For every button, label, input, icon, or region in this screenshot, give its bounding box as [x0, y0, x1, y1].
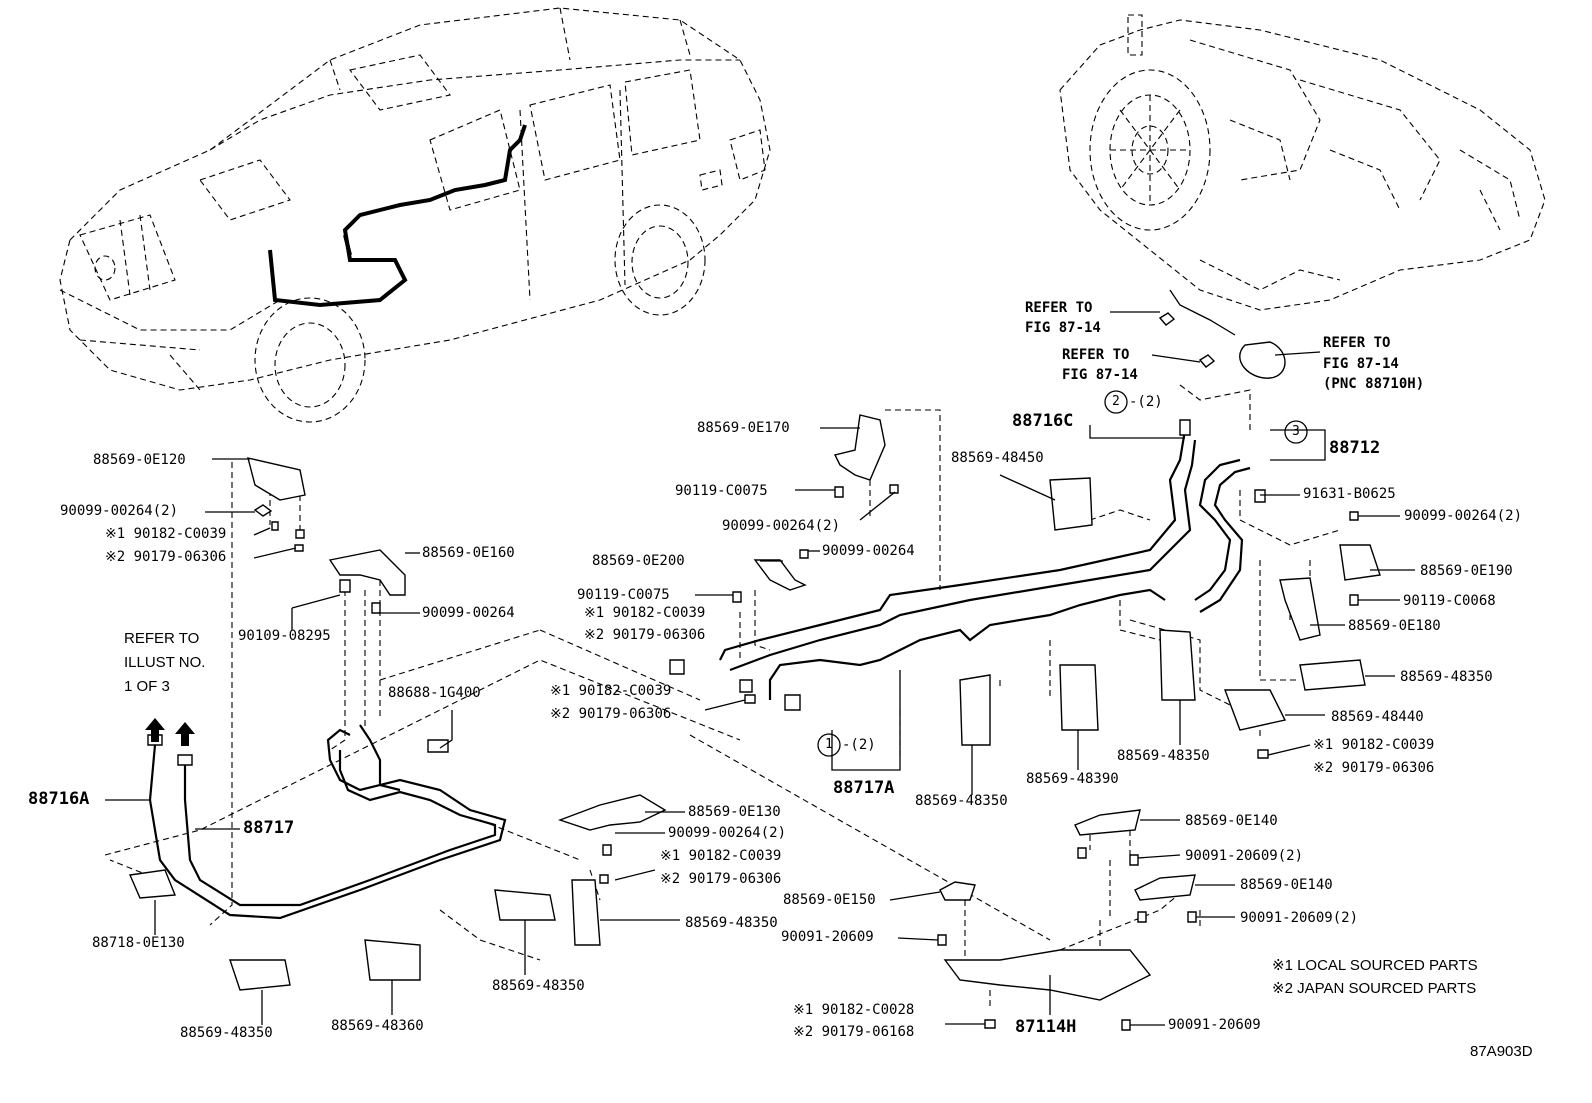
- label-88569-0E140-b: 88569-0E140: [1240, 877, 1333, 893]
- label-88569-48390: 88569-48390: [1026, 771, 1119, 787]
- label-88569-0E160: 88569-0E160: [422, 545, 515, 561]
- pipe-lines: [147, 419, 1251, 920]
- label-90099-00264-2-c: 90099-00264(2): [722, 518, 841, 534]
- label-88569-0E190: 88569-0E190: [1420, 563, 1513, 579]
- label-fig-87-14-b: FIG 87-14: [1062, 367, 1138, 383]
- guide-lines: [104, 384, 1341, 1010]
- label-87114H: 87114H: [1015, 1017, 1077, 1037]
- label-88569-48440: 88569-48440: [1331, 709, 1424, 725]
- label-illust-no: ILLUST NO.: [124, 654, 206, 671]
- label-88718-0E130: 88718-0E130: [92, 935, 185, 951]
- legend-local-sourced: ※1 LOCAL SOURCED PARTS: [1272, 957, 1478, 974]
- label-fig-87-14-c: FIG 87-14: [1323, 356, 1399, 372]
- label-88569-0E180: 88569-0E180: [1348, 618, 1441, 634]
- label-88716A: 88716A: [28, 789, 90, 809]
- label-88569-48360: 88569-48360: [331, 1018, 424, 1034]
- label-note1-90182-C0039-d: ※1 90182-C0039: [584, 605, 706, 621]
- label-88569-48350-c: 88569-48350: [685, 915, 778, 931]
- label-88569-0E200: 88569-0E200: [592, 553, 685, 569]
- label-note2-90179-06306-c: ※2 90179-06306: [550, 706, 672, 722]
- label-90109-08295: 90109-08295: [238, 628, 331, 644]
- callout-circles: [817, 390, 1308, 757]
- callout-1-quantity: -(2): [842, 737, 876, 753]
- label-88569-48350-d: 88569-48350: [915, 793, 1008, 809]
- label-90091-20609-2-b: 90091-20609(2): [1240, 910, 1359, 926]
- label-note2-90179-06306-d: ※2 90179-06306: [584, 627, 706, 643]
- label-88569-48350-e: 88569-48350: [1117, 748, 1210, 764]
- clamp-parts: [128, 414, 1381, 1031]
- label-refer-to-c: REFER TO: [1323, 335, 1391, 351]
- label-90099-00264-2-d: 90099-00264(2): [1404, 508, 1523, 524]
- leader-lines: [105, 311, 1415, 1026]
- label-91631-B0625: 91631-B0625: [1303, 486, 1396, 502]
- label-90099-00264-b: 90099-00264: [822, 543, 915, 559]
- label-note1-90182-C0039: ※1 90182-C0039: [105, 526, 227, 542]
- label-pnc-88710H: (PNC 88710H): [1323, 376, 1425, 392]
- label-note1-90182-C0039-b: ※1 90182-C0039: [660, 848, 782, 864]
- label-90091-20609-a: 90091-20609: [781, 929, 874, 945]
- label-note2-90179-06168: ※2 90179-06168: [793, 1024, 915, 1040]
- label-90099-00264-2: 90099-00264(2): [60, 503, 179, 519]
- callout-number-1: 1: [825, 737, 833, 752]
- legend-japan-sourced: ※2 JAPAN SOURCED PARTS: [1272, 980, 1477, 997]
- callout-number-2: 2: [1112, 394, 1120, 409]
- label-note1-90182-C0039-c: ※1 90182-C0039: [550, 683, 672, 699]
- label-note2-90179-06306: ※2 90179-06306: [105, 549, 227, 565]
- label-88688-1G400: 88688-1G400: [388, 685, 481, 701]
- label-90119-C0075: 90119-C0075: [675, 483, 768, 499]
- label-88569-0E120: 88569-0E120: [93, 452, 186, 468]
- engine-illustration: [1059, 14, 1546, 379]
- label-88717: 88717: [243, 818, 295, 838]
- callout-2-quantity: -(2): [1129, 394, 1163, 410]
- label-88569-48350-a: 88569-48350: [180, 1025, 273, 1041]
- label-88717A: 88717A: [833, 778, 895, 798]
- label-90091-20609-2-a: 90091-20609(2): [1185, 848, 1304, 864]
- label-note1-90182-C0028: ※1 90182-C0028: [793, 1002, 915, 1018]
- label-note2-90179-06306-b: ※2 90179-06306: [660, 871, 782, 887]
- label-refer-to: REFER TO: [124, 630, 200, 647]
- label-1-of-3: 1 OF 3: [124, 678, 170, 695]
- label-88569-0E170: 88569-0E170: [697, 420, 790, 436]
- label-90119-C0068: 90119-C0068: [1403, 593, 1496, 609]
- label-88569-48350-b: 88569-48350: [492, 978, 585, 994]
- label-88716C: 88716C: [1012, 411, 1074, 431]
- diagram-id: 87A903D: [1470, 1043, 1533, 1060]
- label-88569-0E140-a: 88569-0E140: [1185, 813, 1278, 829]
- label-refer-to-b: REFER TO: [1062, 347, 1130, 363]
- label-note1-90182-C0039-e: ※1 90182-C0039: [1313, 737, 1435, 753]
- label-fig-87-14-a: FIG 87-14: [1025, 320, 1101, 336]
- label-90091-20609-b: 90091-20609: [1168, 1017, 1261, 1033]
- label-note2-90179-06306-e: ※2 90179-06306: [1313, 760, 1435, 776]
- label-88712: 88712: [1329, 438, 1381, 458]
- label-88569-48450: 88569-48450: [951, 450, 1044, 466]
- label-90099-00264-2-b: 90099-00264(2): [668, 825, 787, 841]
- label-88569-48350-f: 88569-48350: [1400, 669, 1493, 685]
- up-arrows: [145, 718, 195, 746]
- label-90119-C0075-b: 90119-C0075: [577, 587, 670, 603]
- vehicle-illustration: [59, 7, 771, 423]
- label-90099-00264: 90099-00264: [422, 605, 515, 621]
- label-88569-0E130: 88569-0E130: [688, 804, 781, 820]
- callout-number-3: 3: [1292, 424, 1300, 439]
- label-88569-0E150: 88569-0E150: [783, 892, 876, 908]
- label-refer-to-a: REFER TO: [1025, 300, 1093, 316]
